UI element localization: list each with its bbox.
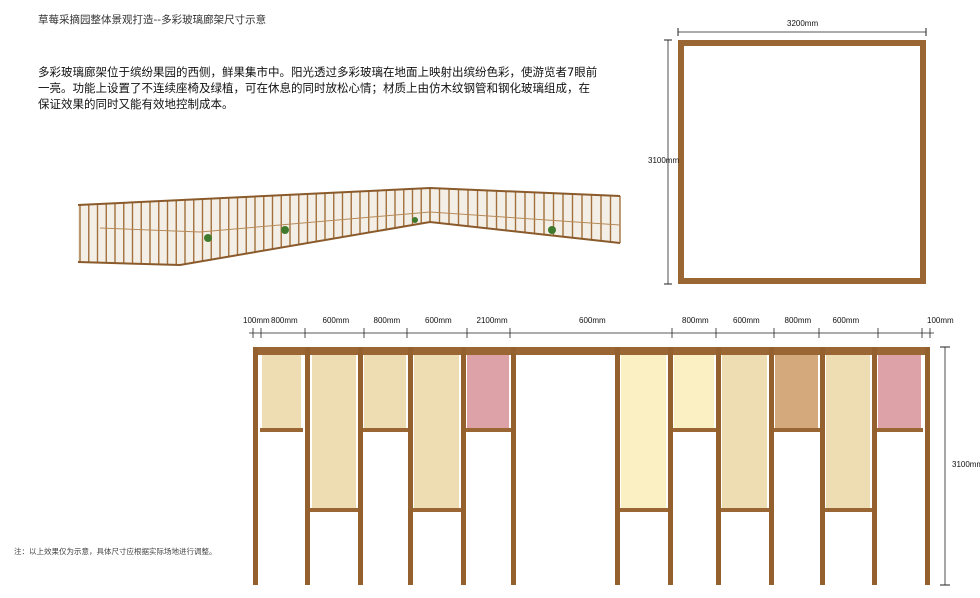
frame-post — [716, 347, 721, 585]
segment-label: 600mm — [733, 316, 760, 325]
segment-label: 600mm — [832, 316, 860, 325]
frame-post — [253, 347, 258, 585]
crossbar — [362, 428, 408, 432]
plant-icon — [281, 226, 289, 234]
plant-icon — [412, 217, 418, 223]
frame-post — [872, 347, 877, 585]
glass-panel — [414, 355, 459, 508]
crossbar — [824, 508, 872, 512]
frame-post — [461, 347, 466, 585]
crossbar — [876, 428, 923, 432]
segment-label: 600mm — [579, 316, 606, 325]
glass-panel — [364, 355, 406, 428]
glass-panel — [621, 355, 666, 508]
footnote: 注：以上效果仅为示意，具体尺寸应根据实际场地进行调整。 — [14, 547, 217, 556]
frame-post — [358, 347, 363, 585]
glass-panel — [826, 355, 870, 508]
segment-label: 800mm — [784, 316, 812, 325]
crossbar — [260, 428, 303, 432]
plant-icon — [204, 234, 212, 242]
glass-panel — [878, 355, 921, 428]
crossbar — [412, 508, 461, 512]
crossbar — [720, 508, 769, 512]
segment-label: 600mm — [425, 316, 452, 325]
crossbar — [773, 428, 820, 432]
glass-panel — [467, 355, 509, 428]
glass-panel — [262, 355, 301, 428]
page-title: 草莓采摘园整体景观打造--多彩玻璃廊架尺寸示意 — [38, 14, 267, 26]
segment-label: 800mm — [271, 316, 298, 325]
glass-panel — [674, 355, 714, 428]
plant-icon — [548, 226, 556, 234]
square-frame-drawing — [664, 28, 927, 285]
frame-post — [408, 347, 413, 585]
frame-post — [925, 347, 930, 585]
segment-label: 2100mm — [476, 316, 508, 325]
crossbar — [310, 508, 358, 512]
segment-label: 100mm — [927, 316, 954, 325]
glass-panel — [775, 355, 818, 428]
frame-post — [668, 347, 673, 585]
crossbar — [619, 508, 668, 512]
description-text: 多彩玻璃廊架位于缤纷果园的西侧，鲜果集市中。阳光透过多彩玻璃在地面上映射出缤纷色… — [38, 65, 598, 111]
segment-label: 600mm — [322, 316, 350, 325]
frame-post — [769, 347, 774, 585]
frame-post — [305, 347, 310, 585]
frame-post — [511, 347, 516, 585]
segment-label: 100mm — [243, 316, 270, 325]
elevation-drawing — [249, 328, 950, 586]
frame-width-label: 3200mm — [787, 19, 819, 28]
crossbar — [672, 428, 716, 432]
segment-label: 800mm — [373, 316, 401, 325]
frame-post — [615, 347, 620, 585]
glass-panel — [312, 355, 356, 508]
segment-label: 800mm — [682, 316, 709, 325]
frame-post — [820, 347, 825, 585]
crossbar — [465, 428, 511, 432]
glass-panel — [722, 355, 767, 508]
corridor-render — [77, 186, 621, 267]
elevation-height-label: 3100mm — [952, 460, 980, 469]
frame-height-label: 3100mm — [648, 156, 680, 165]
